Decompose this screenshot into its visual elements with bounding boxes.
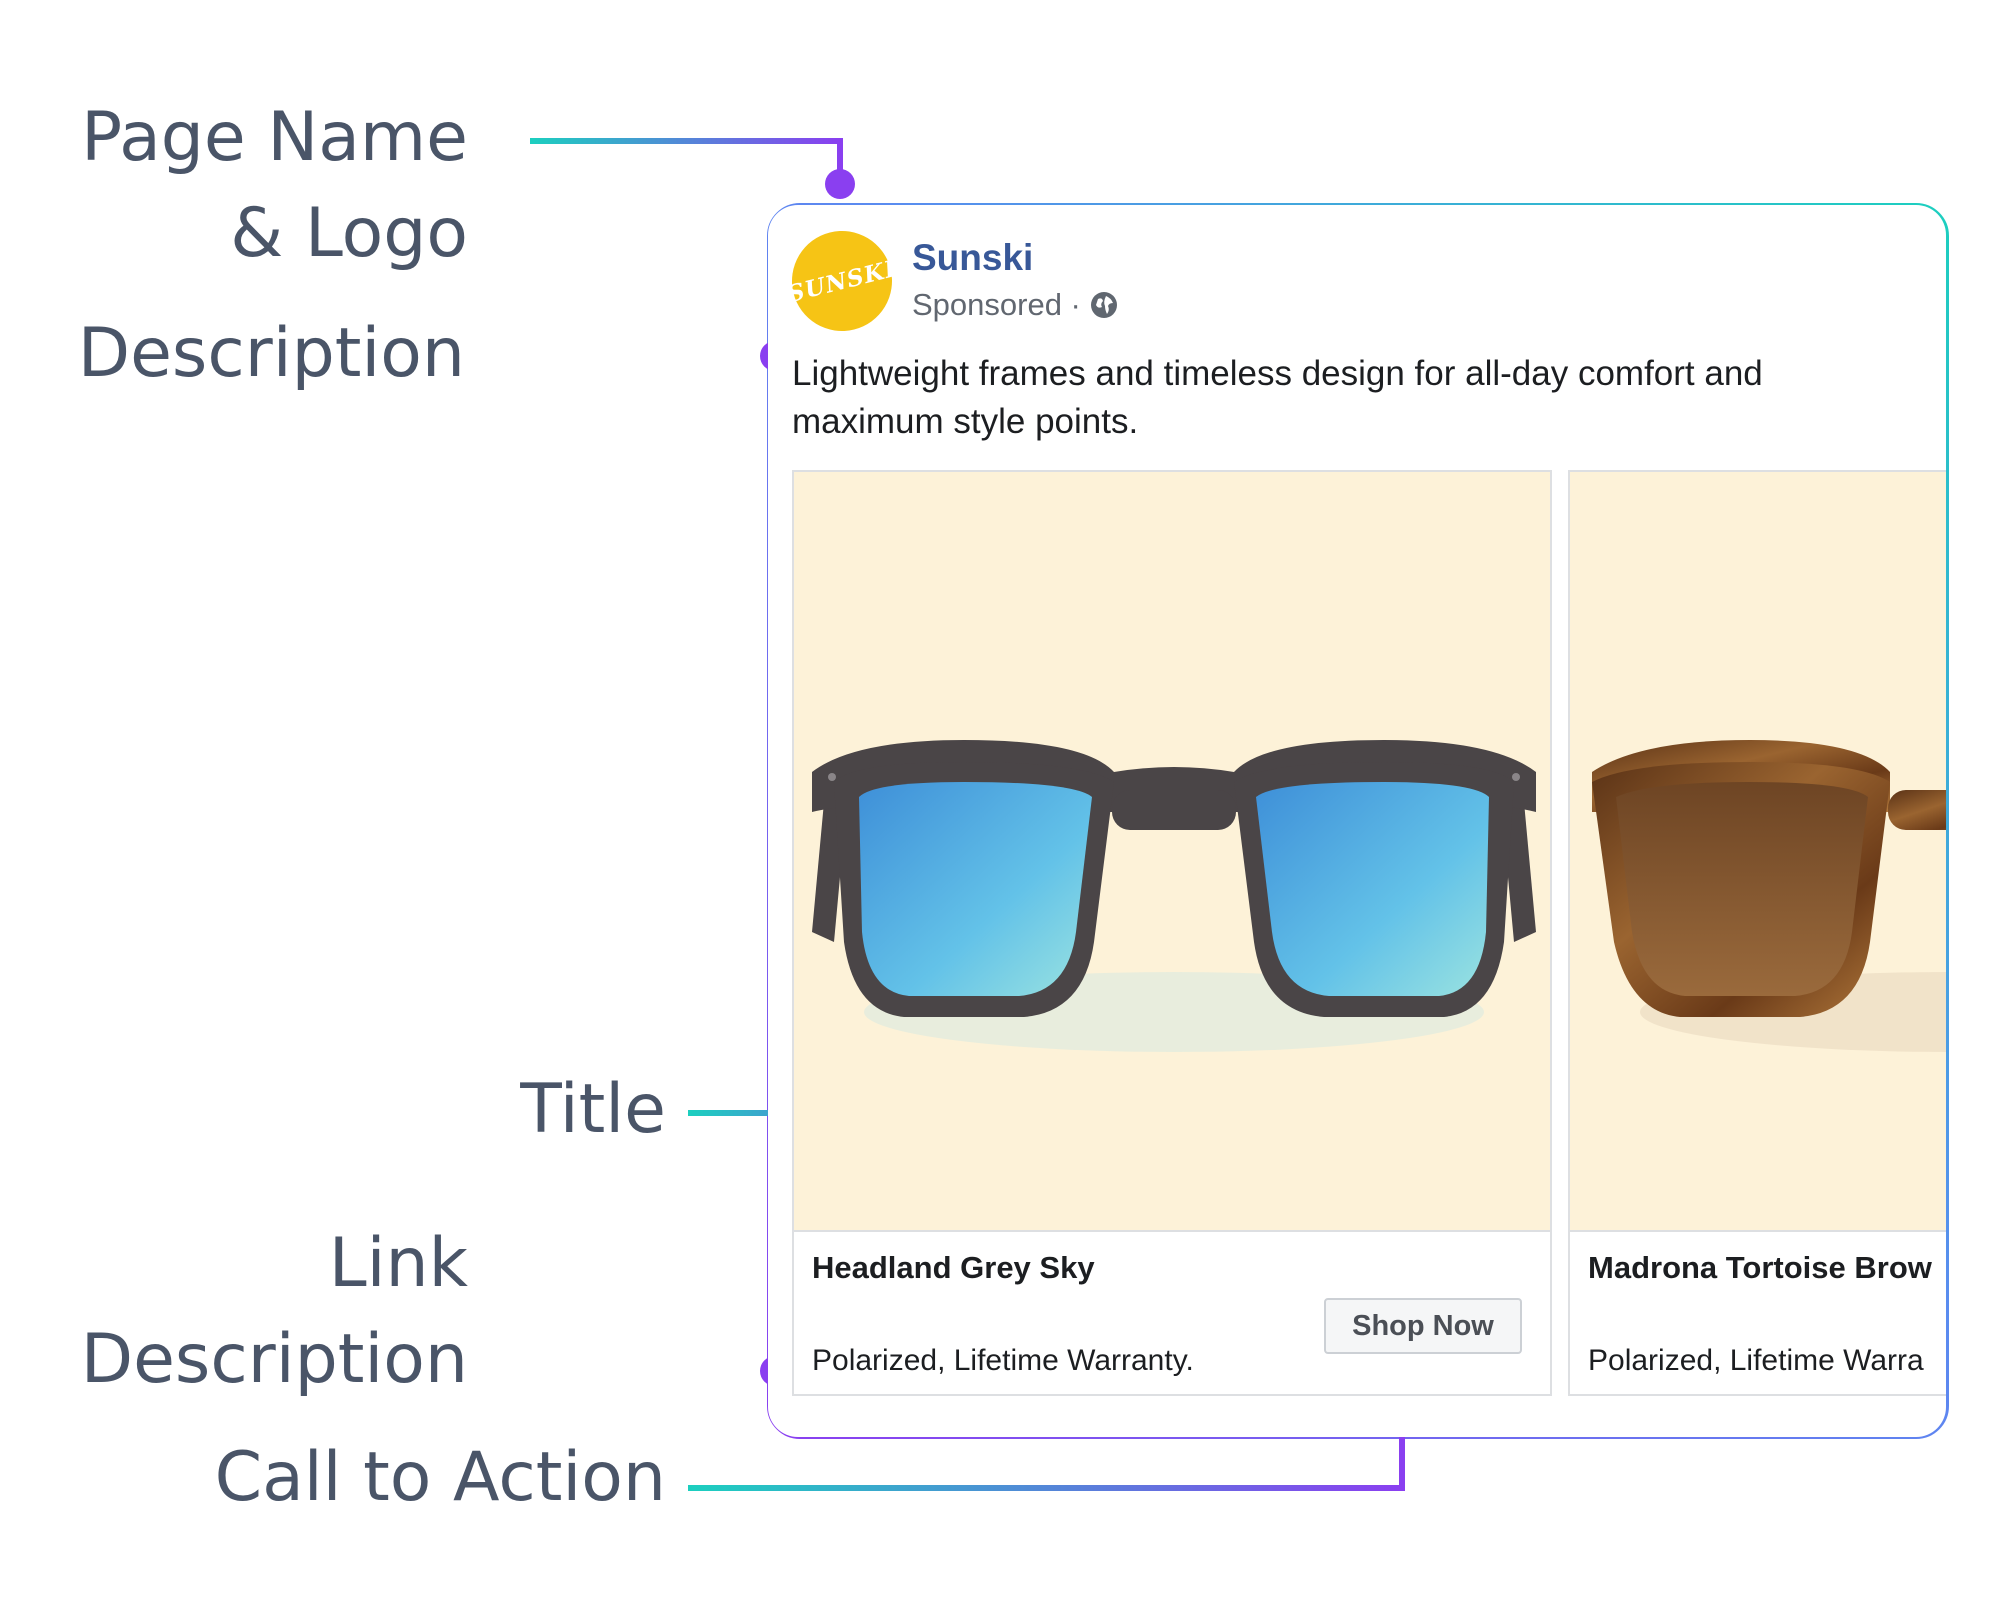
connector-page-name bbox=[530, 138, 843, 184]
card-link-description: Polarized, Lifetime Warranty. bbox=[812, 1344, 1194, 1377]
carousel-card[interactable]: Headland Grey Sky Polarized, Lifetime Wa… bbox=[792, 470, 1552, 1396]
product-image[interactable] bbox=[1570, 472, 1946, 1230]
card-footer: Madrona Tortoise Brow Polarized, Lifetim… bbox=[1570, 1230, 1946, 1398]
callout-page-name-logo: Page Name & Logo bbox=[81, 90, 468, 282]
sunglasses-tortoise-image bbox=[1592, 740, 1946, 1052]
ad-header: SUNSKI Sunski Sponsored · bbox=[781, 220, 1892, 342]
card-link-description: Polarized, Lifetime Warra bbox=[1588, 1344, 1924, 1377]
card-title[interactable]: Headland Grey Sky bbox=[812, 1250, 1095, 1285]
callout-description: Description bbox=[77, 314, 465, 393]
callout-page-name-line1: Page Name bbox=[81, 98, 468, 177]
globe-icon bbox=[1090, 292, 1117, 318]
card-footer: Headland Grey Sky Polarized, Lifetime Wa… bbox=[794, 1230, 1550, 1398]
card-title[interactable]: Madrona Tortoise Brow bbox=[1588, 1250, 1932, 1285]
sponsored-row: Sponsored · bbox=[912, 287, 1119, 323]
shop-now-button[interactable]: Shop Now bbox=[1324, 1298, 1522, 1354]
connector-page-name-dot bbox=[825, 169, 855, 199]
callout-link-line2: Description bbox=[80, 1320, 468, 1399]
page-name-link[interactable]: Sunski bbox=[912, 237, 1034, 278]
callout-page-name-line2: & Logo bbox=[230, 194, 468, 273]
callout-title: Title bbox=[520, 1070, 666, 1149]
sponsored-label[interactable]: Sponsored · bbox=[912, 287, 1081, 322]
callout-link-description: Link Description bbox=[81, 1216, 468, 1408]
ad-card: SUNSKI Sunski Sponsored · Lightweight fr… bbox=[768, 205, 1946, 1437]
ad-description: Lightweight frames and timeless design f… bbox=[792, 354, 1763, 441]
callout-call-to-action: Call to Action bbox=[214, 1438, 666, 1517]
page-logo[interactable]: SUNSKI bbox=[781, 220, 903, 342]
carousel-card[interactable]: Madrona Tortoise Brow Polarized, Lifetim… bbox=[1568, 470, 1946, 1396]
callout-link-line1: Link bbox=[328, 1224, 468, 1303]
sunglasses-grey-image bbox=[812, 740, 1536, 1052]
product-image[interactable] bbox=[794, 472, 1550, 1230]
